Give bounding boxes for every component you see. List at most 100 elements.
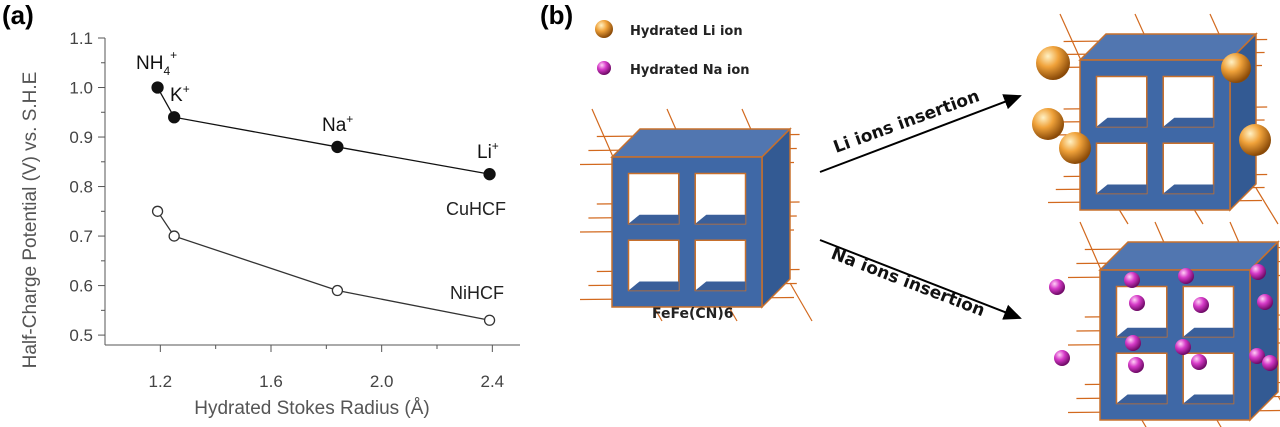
data-point-nihcf — [151, 205, 164, 217]
x-tick-label: 1.6 — [259, 372, 283, 391]
cube-window-shadow — [1096, 117, 1147, 127]
x-axis-title: Hydrated Stokes Radius (Å) — [194, 398, 430, 419]
panel-b-label: (b) — [540, 0, 573, 30]
framework-formula-label: FeFe(CN)6 — [652, 306, 734, 322]
na-ion — [1249, 348, 1265, 364]
cube-window-shadow — [1183, 394, 1234, 404]
na-ion — [1250, 264, 1266, 280]
cube-window-shadow — [1163, 184, 1214, 194]
na-ion — [1049, 279, 1065, 295]
ion-nh4-sup: + — [170, 48, 177, 62]
arrow-na-insertion — [819, 239, 1022, 320]
data-point-nihcf — [331, 284, 344, 297]
na-ion — [1054, 350, 1070, 366]
na-ion — [1257, 294, 1273, 310]
ion-li-base: Li — [477, 142, 492, 163]
cube-body — [610, 127, 792, 309]
na-ion — [1129, 295, 1145, 311]
cube-right-face — [761, 127, 791, 309]
x-tick-label: 1.2 — [149, 372, 173, 391]
na-ion — [1175, 339, 1191, 355]
li-ion — [1032, 108, 1064, 140]
li-ion-legend-icon — [595, 20, 613, 38]
ion-na-sup: + — [346, 112, 353, 126]
li-ion — [1036, 46, 1070, 80]
li-ion — [1239, 124, 1271, 156]
data-point-cuhcf — [168, 111, 181, 124]
framework-cube-pristine — [579, 108, 813, 322]
ion-label-k: K+ — [170, 82, 190, 106]
cube-window-shadow — [1163, 117, 1214, 127]
legend-li-text: Hydrated Li ion — [630, 24, 743, 39]
series-label-cuhcf: CuHCF — [446, 199, 506, 219]
cube-body — [1098, 240, 1280, 422]
bond-line — [1255, 187, 1279, 225]
x-ticks: 1.2 1.6 2.0 2.4 — [149, 345, 505, 391]
na-ion — [1128, 357, 1144, 373]
x-tick-label: 2.0 — [370, 372, 394, 391]
ion-li-sup: + — [492, 139, 499, 153]
na-ion-legend-icon — [597, 61, 611, 75]
bond-line — [1079, 221, 1104, 275]
chart-a: 0.5 0.6 0.7 0.8 0.9 1.0 1.1 1.2 1.6 2.0 2.4 Half-… — [20, 29, 520, 419]
ion-nh4-sub: 4 — [163, 64, 170, 78]
series-label-nihcf: NiHCF — [450, 283, 504, 303]
na-ion — [1193, 297, 1209, 313]
arrow-na-label: Na ions insertion — [828, 244, 987, 321]
arrow-li-insertion — [819, 94, 1022, 173]
na-ion — [1178, 268, 1194, 284]
ion-label-nh4: NH4+ — [136, 48, 177, 78]
y-tick-label: 0.5 — [69, 326, 93, 345]
cube-window-shadow — [1096, 184, 1147, 194]
data-point-nihcf — [168, 230, 180, 242]
ion-na-base: Na — [322, 115, 347, 136]
bond-line — [789, 282, 813, 322]
data-point-nihcf — [483, 314, 496, 326]
na-ion — [1124, 272, 1140, 288]
x-tick-label: 2.4 — [481, 372, 505, 391]
cube-window-shadow — [1183, 327, 1234, 337]
ion-k-base: K — [170, 85, 183, 106]
framework-cube-na-inserted — [1067, 221, 1280, 427]
y-axis-title: Half-Charge Potential (V) vs. S.H.E — [20, 72, 41, 369]
li-ions — [1032, 46, 1271, 164]
data-point-cuhcf — [331, 140, 344, 154]
na-ions — [1049, 264, 1278, 373]
cube-window-shadow — [628, 281, 679, 291]
series-line-nihcf — [157, 210, 490, 321]
arrow-li-label: Li ions insertion — [831, 86, 982, 157]
y-ticks: 0.5 0.6 0.7 0.8 0.9 1.0 1.1 — [69, 29, 105, 345]
y-tick-label: 0.9 — [69, 128, 93, 147]
cube-window-shadow — [628, 214, 679, 224]
y-tick-label: 0.6 — [69, 277, 93, 296]
na-ion — [1191, 354, 1207, 370]
data-point-cuhcf — [151, 81, 164, 94]
panel-a-label: (a) — [2, 0, 34, 30]
series-points — [151, 81, 496, 326]
ion-label-li: Li+ — [477, 139, 499, 163]
series-line-cuhcf — [156, 87, 490, 175]
cube-window-shadow — [695, 281, 746, 291]
ion-nh4-base: NH — [136, 53, 163, 74]
li-ion — [1221, 53, 1251, 83]
na-ion — [1125, 335, 1141, 351]
y-tick-label: 0.8 — [69, 178, 93, 197]
legend: Hydrated Li ion Hydrated Na ion — [595, 20, 750, 78]
bond-line — [1059, 13, 1084, 65]
data-point-cuhcf — [483, 168, 496, 181]
y-tick-label: 1.1 — [69, 29, 93, 48]
cube-window-shadow — [1116, 394, 1167, 404]
series-lines — [156, 87, 490, 321]
li-ion — [1059, 132, 1091, 164]
ion-label-na: Na+ — [322, 112, 353, 136]
na-ion — [1262, 355, 1278, 371]
cube-top-face — [1098, 241, 1280, 271]
framework-cube-li-inserted — [1047, 13, 1279, 225]
ion-k-sup: + — [183, 82, 190, 96]
y-tick-label: 1.0 — [69, 79, 93, 98]
legend-na-text: Hydrated Na ion — [630, 63, 750, 78]
cube-window-shadow — [1116, 327, 1167, 337]
cube-window-shadow — [695, 214, 746, 224]
y-tick-label: 0.7 — [69, 227, 93, 246]
